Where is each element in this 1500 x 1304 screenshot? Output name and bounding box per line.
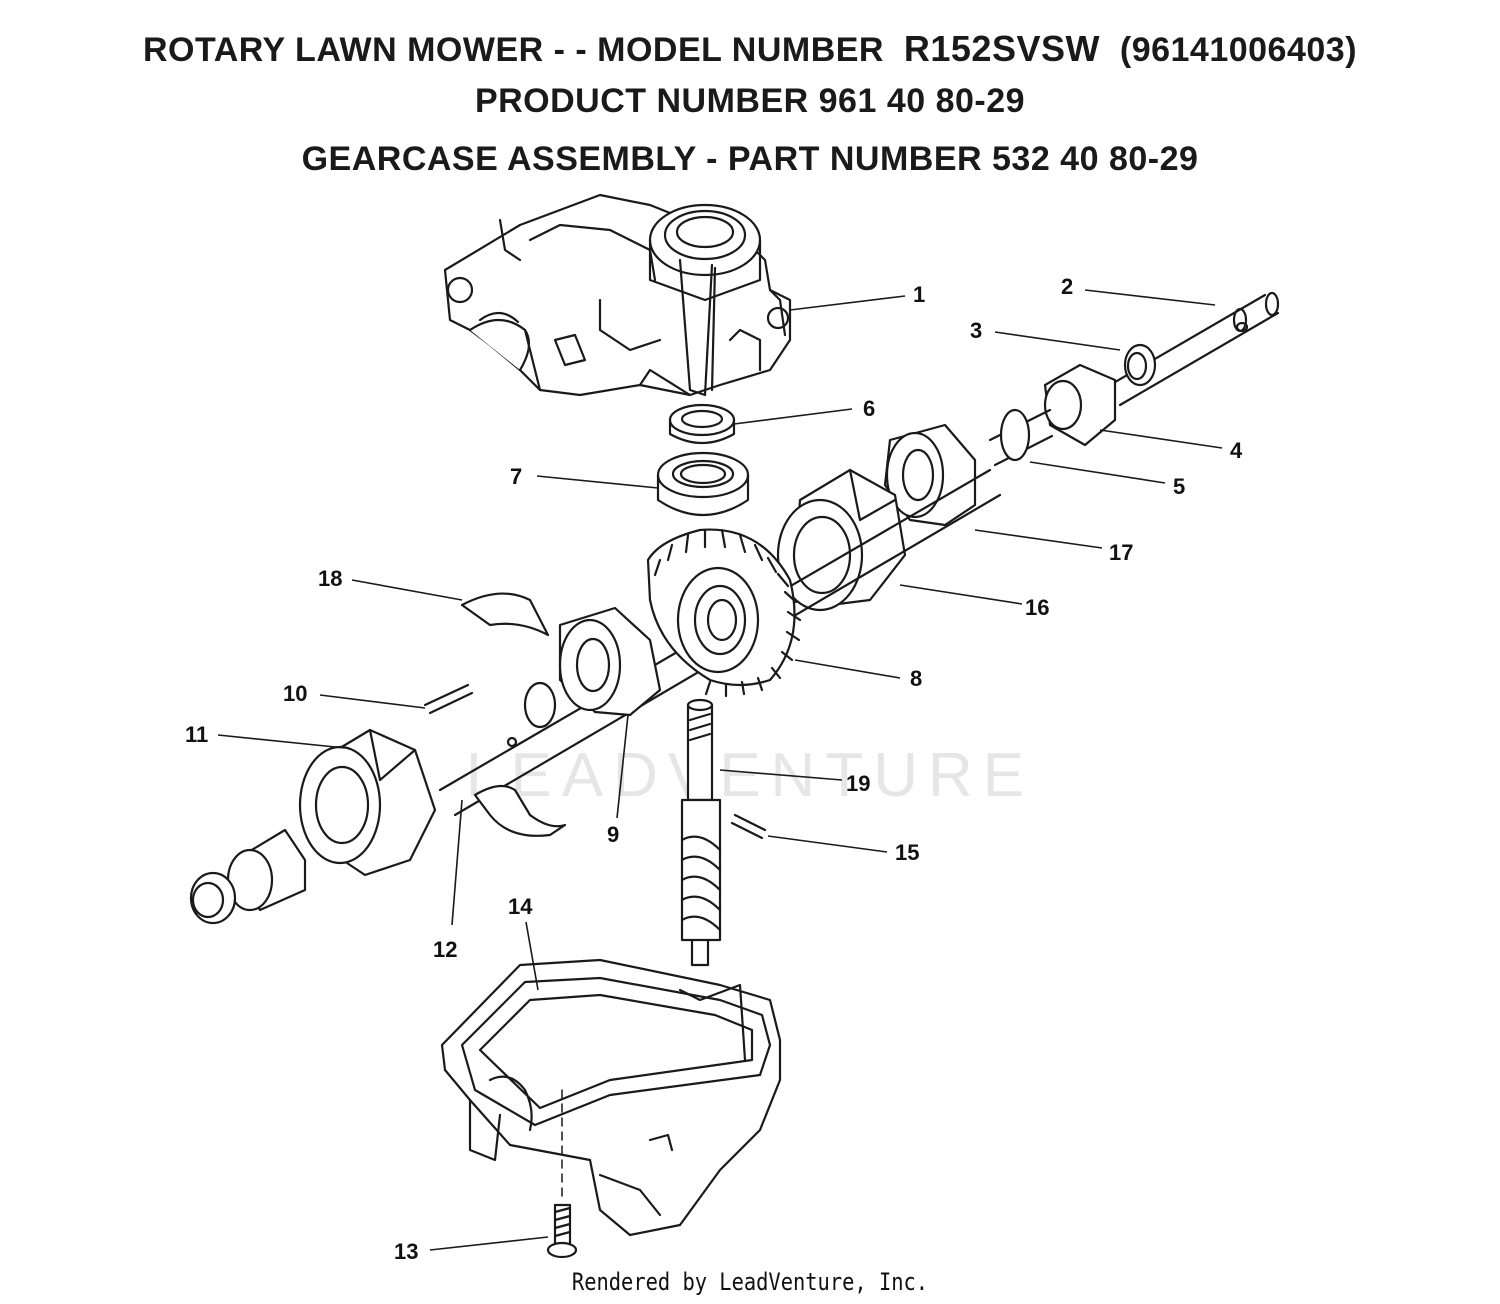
leader-line-9: [616, 714, 629, 819]
leader-line-13: [429, 1236, 549, 1251]
callout-13: 13: [394, 1239, 418, 1264]
diagram-title-line-1: ROTARY LAWN MOWER - - MODEL NUMBER R152S…: [0, 28, 1500, 70]
title-suffix: (96141006403): [1119, 31, 1358, 69]
shaft-washer-3: [1123, 343, 1157, 387]
worm-gear-8: [646, 528, 802, 698]
model-number: R152SVSW: [903, 28, 1100, 69]
clutch-dog-17: [883, 423, 977, 527]
leader-line-14: [525, 921, 539, 991]
leader-line-2: [1084, 289, 1216, 306]
lower-gearcase-housing: [440, 958, 782, 1237]
shaft-washer-5: [988, 408, 1054, 467]
callout-18: 18: [318, 566, 342, 591]
drive-pulley-16: [776, 468, 907, 612]
drive-pulley-11: [298, 728, 437, 877]
upper-gearcase-housing: [443, 193, 792, 397]
product-number-line: PRODUCT NUMBER 961 40 80-29: [474, 82, 1026, 120]
assembly-title-line: GEARCASE ASSEMBLY - PART NUMBER 532 40 8…: [301, 140, 1199, 178]
callout-7: 7: [510, 464, 522, 489]
title-prefix: ROTARY LAWN MOWER - - MODEL NUMBER: [142, 31, 884, 69]
left-shaft-washer: [523, 681, 557, 729]
bearing-6: [668, 403, 736, 444]
leader-line-5: [1029, 461, 1166, 484]
leader-line-1: [789, 295, 906, 311]
callout-11: 11: [185, 722, 208, 747]
callout-14: 14: [508, 894, 533, 919]
callout-8: 8: [910, 666, 922, 691]
watermark-text: LEADVENTURE: [465, 741, 1035, 810]
leader-line-19: [719, 769, 843, 781]
leader-line-18: [351, 579, 463, 601]
leader-line-4: [1099, 429, 1223, 449]
leader-line-8: [794, 659, 901, 679]
worm-shaft-19: [680, 698, 722, 967]
thrust-shim-18-lower: [473, 784, 567, 837]
leader-line-7: [536, 475, 659, 489]
leader-line-3: [994, 331, 1121, 351]
callout-9: 9: [607, 822, 619, 847]
leader-line-17: [974, 529, 1103, 549]
bearing-7: [656, 451, 750, 516]
callout-10: 10: [283, 681, 307, 706]
leader-line-16: [899, 584, 1023, 605]
roll-pin-10: [423, 683, 474, 715]
thrust-shim-18-upper: [460, 592, 550, 637]
shaft-sleeve-4: [1043, 363, 1117, 447]
callout-4: 4: [1230, 438, 1243, 463]
callout-6: 6: [863, 396, 875, 421]
leader-line-10: [319, 694, 426, 709]
leader-line-12: [451, 799, 463, 926]
callout-1: 1: [913, 282, 925, 307]
left-axle-end: [189, 828, 307, 925]
callout-2: 2: [1061, 274, 1073, 299]
pin-15: [730, 813, 767, 840]
callout-19: 19: [846, 771, 870, 796]
callout-5: 5: [1173, 474, 1185, 499]
callout-16: 16: [1025, 595, 1049, 620]
callout-17: 17: [1109, 540, 1133, 565]
leader-line-6: [733, 408, 853, 425]
clutch-dog-9: [558, 606, 662, 717]
leader-line-11: [217, 734, 346, 749]
callout-12: 12: [433, 937, 457, 962]
leader-line-15: [767, 835, 888, 853]
callout-3: 3: [970, 318, 982, 343]
callout-15: 15: [895, 840, 919, 865]
screw-13: [546, 1203, 578, 1259]
footer-credit: Rendered by LeadVenture, Inc.: [571, 1268, 929, 1296]
